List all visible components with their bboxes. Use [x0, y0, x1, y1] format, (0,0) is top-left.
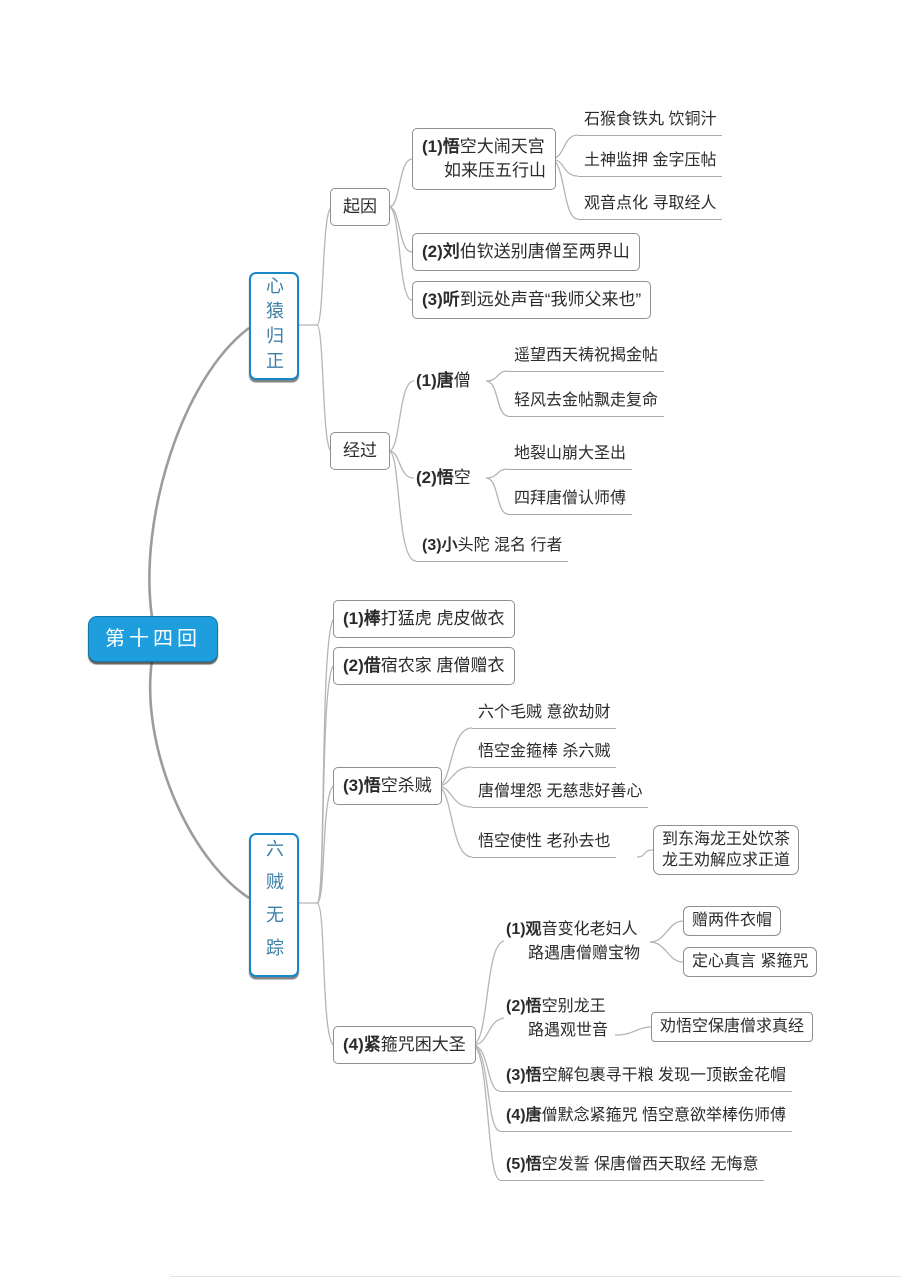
topic-donghai-longwang[interactable]: 到东海龙王处饮茶 龙王劝解应求正道 — [653, 825, 800, 875]
topic-jiesu-nongjia[interactable]: (2)借宿农家 唐僧赠衣 — [333, 647, 515, 685]
topic-line2: 龙王劝解应求正道 — [662, 852, 791, 869]
topic-wukong-shazei[interactable]: (3)悟空杀贼 — [333, 767, 442, 805]
topic-line1: (1)观音变化老妇人 — [506, 921, 638, 938]
topic-line1: (2)悟空别龙王 — [506, 998, 606, 1015]
leaf-tushen-jianya[interactable]: 土神监押 金字压帖 — [578, 146, 723, 177]
leaf-yaowang-xitian[interactable]: 遥望西天祷祝揭金帖 — [508, 341, 665, 372]
topic-tangseng[interactable]: (1)唐僧 — [416, 371, 471, 390]
page-edge-line — [170, 1276, 901, 1277]
topic-guanyin-bianhua[interactable]: (1)观音变化老妇人 路遇唐僧赠宝物 — [504, 918, 642, 966]
leaf-wukong-fashi[interactable]: (5)悟空发誓 保唐僧西天取经 无悔意 — [500, 1150, 765, 1181]
topic-quan-wukong[interactable]: 劝悟空保唐僧求真经 — [651, 1012, 814, 1042]
topic-line2: 如来压五行山 — [444, 161, 546, 180]
topic-line2: 路遇观世音 — [528, 1022, 609, 1039]
leaf-sibai-tangseng[interactable]: 四拜唐僧认师傅 — [508, 484, 633, 515]
topic-jingguo[interactable]: 经过 — [330, 432, 390, 470]
topic-zeng-yimao[interactable]: 赠两件衣帽 — [683, 906, 782, 936]
leaf-tangseng-maiyuan[interactable]: 唐僧埋怨 无慈悲好善心 — [472, 777, 649, 808]
topic-qiyin[interactable]: 起因 — [330, 188, 390, 226]
topic-dingxin-zhenyan[interactable]: 定心真言 紧箍咒 — [683, 947, 818, 977]
leaf-guanyin-dianhua[interactable]: 观音点化 寻取经人 — [578, 189, 723, 220]
leaf-jingubang-shaliuzei[interactable]: 悟空金箍棒 杀六贼 — [472, 737, 617, 768]
topic-wukong[interactable]: (2)悟空 — [416, 468, 471, 487]
branch-topic-liuzei-wuzong[interactable]: 六贼无踪 — [249, 833, 299, 977]
root-topic[interactable]: 第十四回 — [88, 616, 218, 662]
topic-line1: (1)悟空大闹天宫 — [422, 137, 545, 156]
leaf-jie-baoguo[interactable]: (3)悟空解包裹寻干粮 发现一顶嵌金花帽 — [500, 1061, 793, 1092]
topic-liuboqin-songbie[interactable]: (2)刘伯钦送别唐僧至两界山 — [412, 233, 640, 271]
topic-line2: 路遇唐僧赠宝物 — [528, 945, 641, 962]
leaf-wukong-shixing[interactable]: 悟空使性 老孙去也 — [472, 827, 617, 858]
topic-line1: 到东海龙王处饮茶 — [662, 831, 791, 848]
leaf-xiaotoutuo-xingzhe[interactable]: (3)小头陀 混名 行者 — [416, 531, 569, 562]
topic-bangda-menghu[interactable]: (1)棒打猛虎 虎皮做衣 — [333, 600, 515, 638]
leaf-qingfeng-jintie[interactable]: 轻风去金帖飘走复命 — [508, 386, 665, 417]
leaf-dilie-shanbeng[interactable]: 地裂山崩大圣出 — [508, 439, 633, 470]
topic-wukong-bielongwang[interactable]: (2)悟空别龙王 路遇观世音 — [504, 995, 610, 1043]
topic-wukong-danao-tiangong[interactable]: (1)悟空大闹天宫 如来压五行山 — [412, 128, 556, 190]
leaf-liuge-maozei[interactable]: 六个毛贼 意欲劫财 — [472, 698, 617, 729]
leaf-shihou-tiewan[interactable]: 石猴食铁丸 饮铜汁 — [578, 105, 723, 136]
topic-jingukou-kundasheng[interactable]: (4)紧箍咒困大圣 — [333, 1026, 476, 1064]
topic-tingdao-shengyin[interactable]: (3)听到远处声音“我师父来也” — [412, 281, 652, 319]
branch-topic-xinyuan-guizheng[interactable]: 心猿归正 — [249, 272, 299, 380]
leaf-monian-jingukou[interactable]: (4)唐僧默念紧箍咒 悟空意欲举棒伤师傅 — [500, 1101, 793, 1132]
